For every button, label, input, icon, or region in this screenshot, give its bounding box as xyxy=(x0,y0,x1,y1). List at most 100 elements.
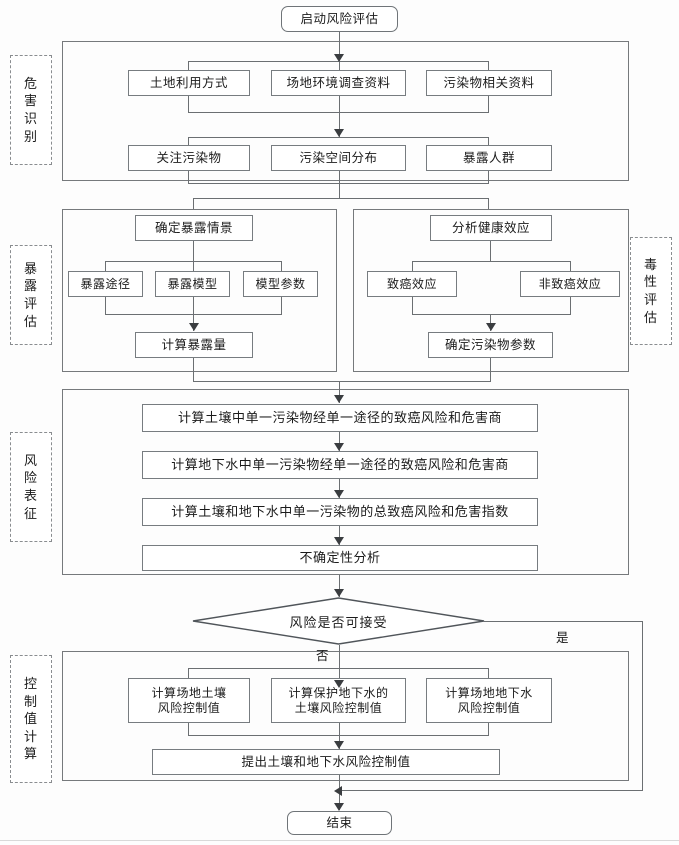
exposure-node-calculate-dose[interactable]: 计算暴露量 xyxy=(135,332,253,358)
connector-split-to-exposure xyxy=(193,198,195,209)
control-node-line1: 计算场地地下水 xyxy=(445,686,533,701)
bus-toxicity-rise-carc xyxy=(412,297,414,314)
bus-control-drop-left xyxy=(188,668,190,678)
connector-risk-step3-to-step4 xyxy=(338,526,340,545)
risk-node-soil-single-pathway[interactable]: 计算土壤中单一污染物经单一途径的致癌风险和危害商 xyxy=(142,404,538,432)
bus-toxicity-rise-noncarc xyxy=(570,297,572,314)
risk-node-uncertainty-analysis[interactable]: 不确定性分析 xyxy=(142,545,538,571)
control-node-line2: 风险控制值 xyxy=(457,700,521,715)
stage-box-risk-characterization xyxy=(62,389,629,575)
control-node-site-groundwater[interactable]: 计算场地地下水 风险控制值 xyxy=(426,678,552,723)
arrowhead-control-to-end xyxy=(334,803,344,811)
bus-hazard-row2-drop-left xyxy=(188,137,190,145)
stage-char: 估 xyxy=(643,309,658,325)
stage-char: 风 xyxy=(23,452,38,468)
arrowhead-merge-to-risk xyxy=(334,395,344,403)
control-node-protect-groundwater[interactable]: 计算保护地下水的 土壤风险控制值 xyxy=(271,678,406,723)
hazard-node-spatial-distribution[interactable]: 污染空间分布 xyxy=(271,145,406,171)
footer-divider xyxy=(0,840,679,841)
bus-hazard-row2-rise-left xyxy=(188,171,190,183)
arrowhead-branch-yes xyxy=(334,785,342,796)
bus-hazard-row1-rise-left xyxy=(188,96,190,112)
arrowhead-risk-to-decision xyxy=(334,589,344,597)
control-node-line2: 风险控制值 xyxy=(157,700,221,715)
connector-start-to-hazard xyxy=(338,32,340,62)
stage-label-toxicity-assessment: 毒 性 评 估 xyxy=(630,237,672,345)
hazard-node-exposed-population[interactable]: 暴露人群 xyxy=(426,145,552,171)
hazard-node-land-use[interactable]: 土地利用方式 xyxy=(128,70,250,96)
stage-char: 估 xyxy=(23,313,38,329)
start-node[interactable]: 启动风险评估 xyxy=(281,6,398,32)
stage-char: 害 xyxy=(23,93,38,109)
end-node[interactable]: 结束 xyxy=(287,811,392,835)
bus-exposure-rise-model xyxy=(193,297,195,314)
stage-char: 评 xyxy=(643,292,658,307)
arrowhead-branch-no xyxy=(334,680,344,688)
control-node-site-soil[interactable]: 计算场地土壤 风险控制值 xyxy=(128,678,250,723)
connector-exposure-scenario-down xyxy=(193,241,195,261)
toxicity-node-health-effects[interactable]: 分析健康效应 xyxy=(430,215,552,241)
connector-toxicity-head-down xyxy=(490,241,492,261)
exposure-node-model[interactable]: 暴露模型 xyxy=(155,271,230,297)
arrowhead-risk-step3-to-step4 xyxy=(334,537,344,545)
hazard-node-target-pollutants[interactable]: 关注污染物 xyxy=(128,145,250,171)
stage-char: 计 xyxy=(23,728,38,744)
exposure-node-parameters[interactable]: 模型参数 xyxy=(243,271,318,297)
bus-merge-to-risk xyxy=(193,381,491,383)
connector-risk-step1-to-step2 xyxy=(338,432,340,451)
stage-box-exposure-assessment xyxy=(62,209,337,372)
connector-risk-step2-to-step3 xyxy=(338,479,340,498)
arrowhead-risk-step2-to-step3 xyxy=(334,490,344,498)
exposure-node-scenario[interactable]: 确定暴露情景 xyxy=(135,215,253,241)
stage-char: 控 xyxy=(23,676,38,692)
hazard-node-site-survey[interactable]: 场地环境调查资料 xyxy=(271,70,406,96)
decision-node-risk-acceptable[interactable]: 风险是否可接受 xyxy=(192,597,485,645)
bus-toxicity-middle-bottom xyxy=(412,314,571,316)
stage-label-exposure-assessment: 暴 露 评 估 xyxy=(10,245,52,345)
bus-hazard-row2-top xyxy=(188,137,489,139)
stage-label-control-value-calc: 控 制 值 计 算 xyxy=(10,655,52,783)
bus-exposure-rise-params xyxy=(281,297,283,314)
bus-control-rise-right xyxy=(488,723,490,735)
stage-char: 别 xyxy=(23,128,38,144)
stage-label-hazard-identification: 危 害 识 别 xyxy=(10,55,52,165)
arrowhead-control-to-result xyxy=(334,741,344,749)
connector-exposure-merge-down xyxy=(193,358,195,381)
arrowhead-exposure-to-dose xyxy=(188,323,199,331)
exposure-node-pathway[interactable]: 暴露途径 xyxy=(68,271,143,297)
hazard-node-pollutant-data[interactable]: 污染物相关资料 xyxy=(426,70,552,96)
toxicity-node-non-carcinogenic[interactable]: 非致癌效应 xyxy=(520,271,620,297)
stage-char: 识 xyxy=(23,111,38,126)
stage-char: 评 xyxy=(23,296,38,311)
branch-label-no: 否 xyxy=(316,649,329,663)
bus-exposure-drop-model xyxy=(193,261,195,271)
stage-char: 制 xyxy=(23,693,38,709)
control-node-proposed-values[interactable]: 提出土壤和地下水风险控制值 xyxy=(152,749,500,775)
toxicity-node-carcinogenic[interactable]: 致癌效应 xyxy=(367,271,457,297)
toxicity-node-pollutant-parameters[interactable]: 确定污染物参数 xyxy=(428,332,553,358)
arrowhead-toxicity-to-params xyxy=(485,323,496,331)
risk-node-total-risk-index[interactable]: 计算土壤和地下水中单一污染物的总致癌风险和危害指数 xyxy=(142,498,538,526)
bus-hazard-row1-drop-left xyxy=(188,61,190,70)
stage-char: 危 xyxy=(23,75,38,91)
connector-risk-to-decision xyxy=(338,575,340,597)
bus-hazard-row2-rise-mid xyxy=(338,171,340,183)
bus-hazard-row1-drop-mid xyxy=(338,61,340,70)
branch-yes-horizontal xyxy=(484,620,643,622)
arrowhead-hazard-row1-to-row2 xyxy=(334,129,344,137)
connector-hazard-row1-to-row2 xyxy=(338,112,340,137)
control-node-line1: 计算场地土壤 xyxy=(151,686,227,701)
stage-box-hazard-identification xyxy=(62,41,629,181)
bus-split-exposure-toxicity xyxy=(193,198,488,200)
bus-exposure-drop-path xyxy=(105,261,107,271)
bus-control-rise-left xyxy=(188,723,190,735)
arrowhead-risk-step1-to-step2 xyxy=(334,443,344,451)
arrowhead-start-to-hazard xyxy=(334,54,344,62)
risk-node-groundwater-single-pathway[interactable]: 计算地下水中单一污染物经单一途径的致癌风险和危害商 xyxy=(142,451,538,479)
bus-hazard-row1-rise-mid xyxy=(338,96,340,112)
bus-exposure-drop-params xyxy=(281,261,283,271)
stage-char: 算 xyxy=(23,746,38,762)
branch-yes-return xyxy=(339,790,643,792)
stage-char: 险 xyxy=(23,470,38,486)
